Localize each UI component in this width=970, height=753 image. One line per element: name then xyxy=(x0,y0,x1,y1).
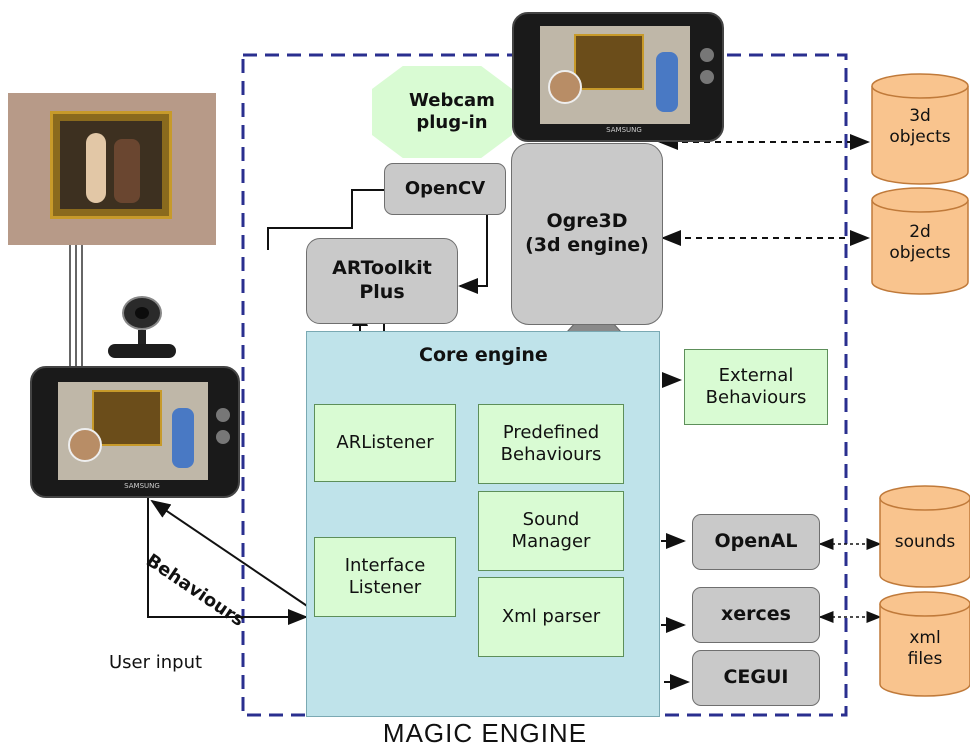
xml-files-label: xml files xyxy=(907,628,943,670)
webcam-plugin-node: Webcam plug-in xyxy=(372,66,512,158)
webcam-plugin-label: Webcam plug-in xyxy=(409,89,495,134)
cylinder-sounds xyxy=(879,498,970,588)
painting-photo xyxy=(8,93,216,245)
xml-parser-node: Xml parser xyxy=(478,577,624,657)
external-behaviours-label: External Behaviours xyxy=(705,364,807,409)
opencv-label: OpenCV xyxy=(404,177,486,199)
cylinder-3d-objects xyxy=(871,86,969,185)
external-behaviours-node: External Behaviours xyxy=(684,349,828,425)
objects-2d-label: 2d objects xyxy=(889,222,951,264)
device-brand-left: SAMSUNG xyxy=(124,482,160,490)
cegui-label: CEGUI xyxy=(723,666,789,689)
xerces-node: xerces xyxy=(692,587,820,643)
webcam-icon xyxy=(108,296,178,364)
predefined-behaviours-node: Predefined Behaviours xyxy=(478,404,624,484)
objects-3d-label: 3d objects xyxy=(889,106,951,148)
interface-listener-label: Interface Listener xyxy=(344,554,426,599)
artoolkit-node: ARToolkit Plus xyxy=(306,238,458,324)
arlistener-node: ARListener xyxy=(314,404,456,482)
user-input-label: User input xyxy=(109,652,203,673)
openal-node: OpenAL xyxy=(692,514,820,570)
opencv-node: OpenCV xyxy=(384,163,506,215)
page-title: MAGIC ENGINE xyxy=(382,718,588,748)
sound-manager-node: Sound Manager xyxy=(478,491,624,571)
openal-label: OpenAL xyxy=(714,530,798,553)
cegui-node: CEGUI xyxy=(692,650,820,706)
artoolkit-label: ARToolkit Plus xyxy=(332,257,432,303)
xerces-label: xerces xyxy=(721,603,791,626)
tablet-device-left: SAMSUNG xyxy=(30,366,240,498)
predefined-behaviours-label: Predefined Behaviours xyxy=(500,421,602,466)
cylinder-xml-files xyxy=(879,604,970,697)
ogre3d-node: Ogre3D (3d engine) xyxy=(511,143,663,325)
tablet-device-top: SAMSUNG xyxy=(512,12,724,142)
xml-parser-label: Xml parser xyxy=(501,605,601,627)
device-brand-top: SAMSUNG xyxy=(606,126,642,134)
cylinder-2d-objects xyxy=(871,200,969,295)
core-engine-title: Core engine xyxy=(419,344,548,366)
interface-listener-node: Interface Listener xyxy=(314,537,456,617)
sound-manager-label: Sound Manager xyxy=(511,508,591,553)
arlistener-label: ARListener xyxy=(336,431,434,453)
sounds-label: sounds xyxy=(894,532,956,552)
ogre3d-label: Ogre3D (3d engine) xyxy=(525,210,649,256)
